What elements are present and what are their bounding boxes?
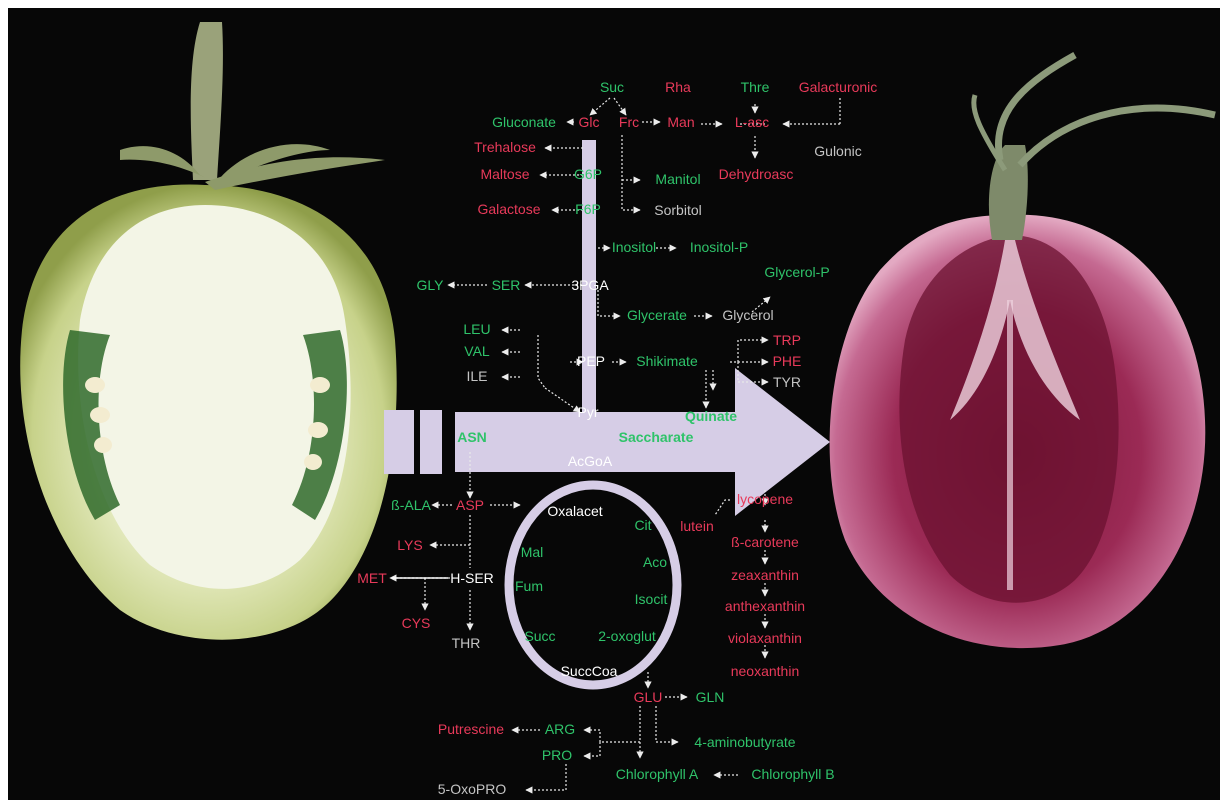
label-oxalacet: Oxalacet xyxy=(547,503,602,519)
label-arg: ARG xyxy=(545,721,575,737)
label-pro: PRO xyxy=(542,747,572,763)
label-galacturonic: Galacturonic xyxy=(799,79,878,95)
label-f6p: F6P xyxy=(575,201,601,217)
label-gln: GLN xyxy=(696,689,725,705)
label-gly: GLY xyxy=(417,277,445,293)
label-rha: Rha xyxy=(665,79,691,95)
label-aco: Aco xyxy=(643,554,667,570)
label-4-aminobutyrate: 4-aminobutyrate xyxy=(694,734,795,750)
label-thre: Thre xyxy=(741,79,770,95)
label-chlorophyll-b: Chlorophyll B xyxy=(751,766,834,782)
label-g6p: G6P xyxy=(574,166,602,182)
label-maltose: Maltose xyxy=(480,166,529,182)
label-lys: LYS xyxy=(397,537,422,553)
label-2-oxoglut: 2-oxoglut xyxy=(598,628,656,644)
label-zeaxanthin: zeaxanthin xyxy=(731,567,799,583)
label-glycerol: Glycerol xyxy=(722,307,773,323)
label-met: MET xyxy=(357,570,387,586)
label-succ: Succ xyxy=(524,628,555,644)
label-anthexanthin: anthexanthin xyxy=(725,598,805,614)
label-gluconate: Gluconate xyxy=(492,114,556,130)
label-b-ala: ß-ALA xyxy=(391,497,431,513)
label-man: Man xyxy=(667,114,694,130)
label-neoxanthin: neoxanthin xyxy=(731,663,800,679)
label-violaxanthin: violaxanthin xyxy=(728,630,802,646)
label-frc: Frc xyxy=(619,114,639,130)
label-asn: ASN xyxy=(457,429,487,445)
label-inositol: Inositol xyxy=(612,239,656,255)
label-leu: LEU xyxy=(463,321,490,337)
label-5-oxopro: 5-OxoPRO xyxy=(438,781,507,797)
label-thr: THR xyxy=(452,635,481,651)
label-pep: PEP xyxy=(577,353,605,369)
label-gulonic: Gulonic xyxy=(814,143,861,159)
label-glycerate: Glycerate xyxy=(627,307,687,323)
label-quinate: Quinate xyxy=(685,408,737,424)
label-isocit: Isocit xyxy=(635,591,668,607)
label-sorbitol: Sorbitol xyxy=(654,202,701,218)
label-acgoa: AcGoA xyxy=(568,453,613,469)
label-dehydroasc: Dehydroasc xyxy=(719,166,794,182)
label-3pga: 3PGA xyxy=(571,277,609,293)
label-h-ser: H-SER xyxy=(450,570,494,586)
label-putrescine: Putrescine xyxy=(438,721,504,737)
label-manitol: Manitol xyxy=(655,171,700,187)
label-shikimate: Shikimate xyxy=(636,353,698,369)
label-val: VAL xyxy=(464,343,490,359)
label-tyr: TYR xyxy=(773,374,801,390)
label-lutein: lutein xyxy=(680,518,713,534)
label-glc: Glc xyxy=(579,114,600,130)
label-fum: Fum xyxy=(515,578,543,594)
label-chlorophyll-a: Chlorophyll A xyxy=(616,766,699,782)
label-glycerol-p: Glycerol-P xyxy=(764,264,829,280)
label-saccharate: Saccharate xyxy=(619,429,694,445)
label-phe: PHE xyxy=(773,353,802,369)
label-trp: TRP xyxy=(773,332,801,348)
label-cit: Cit xyxy=(634,517,651,533)
label-mal: Mal xyxy=(521,544,544,560)
label-trehalose: Trehalose xyxy=(474,139,536,155)
label-glu: GLU xyxy=(634,689,663,705)
label-ile: ILE xyxy=(466,368,487,384)
label-pyr: Pyr xyxy=(578,404,599,420)
label-galactose: Galactose xyxy=(477,201,540,217)
label-ser: SER xyxy=(492,277,521,293)
label-asp: ASP xyxy=(456,497,484,513)
label-l-asc: L-asc xyxy=(735,114,769,130)
label-cys: CYS xyxy=(402,615,431,631)
label-lycopene: lycopene xyxy=(737,491,793,507)
label-b-carotene: ß-carotene xyxy=(731,534,799,550)
label-succcoa: SuccCoa xyxy=(561,663,618,679)
label-suc: Suc xyxy=(600,79,624,95)
label-inositol-p: Inositol-P xyxy=(690,239,748,255)
